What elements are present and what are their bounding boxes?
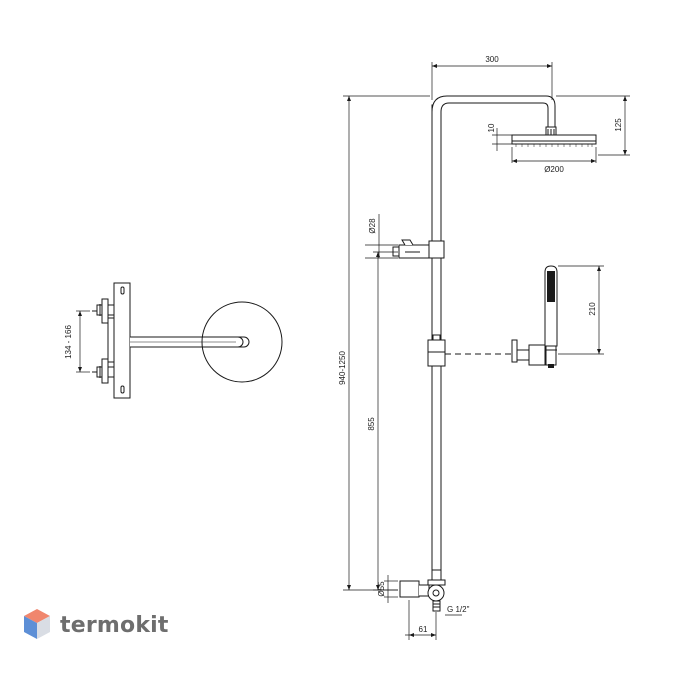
shower-head-top-view <box>201 301 283 383</box>
dim-handshower-length: 210 <box>588 302 597 316</box>
holder-upper <box>392 239 445 259</box>
front-view <box>392 95 597 612</box>
handshower <box>511 265 558 368</box>
dim-mixer-diameter: Ø55 <box>377 581 386 597</box>
shower-arm <box>431 95 556 128</box>
dim-projection: 61 <box>419 625 428 634</box>
dim-wall-spacing: 134 - 166 <box>64 325 73 359</box>
top-view <box>76 282 283 399</box>
dim-holder-diameter: Ø28 <box>368 218 377 234</box>
dim-thread: G 1/2" <box>447 605 470 614</box>
dim-head-width: 300 <box>485 55 499 64</box>
dim-head-diameter: Ø200 <box>544 165 564 174</box>
handshower-face <box>547 271 555 302</box>
dim-arm-height: 125 <box>614 118 623 132</box>
dim-total-height: 940-1250 <box>338 351 347 385</box>
cube-logo-icon <box>24 609 50 639</box>
shower-head-side <box>511 134 597 147</box>
slider-holder <box>427 334 446 367</box>
upper-connector <box>92 298 115 324</box>
lower-connector <box>92 358 115 384</box>
termokit-logo: termokit <box>22 607 169 643</box>
dim-mixer-height: 855 <box>367 417 376 431</box>
dim-head-thickness: 10 <box>487 123 496 132</box>
dimension-lines <box>343 62 630 640</box>
logo-text: termokit <box>60 612 169 638</box>
wall-plate <box>113 282 131 399</box>
bottom-mixer <box>399 569 446 612</box>
